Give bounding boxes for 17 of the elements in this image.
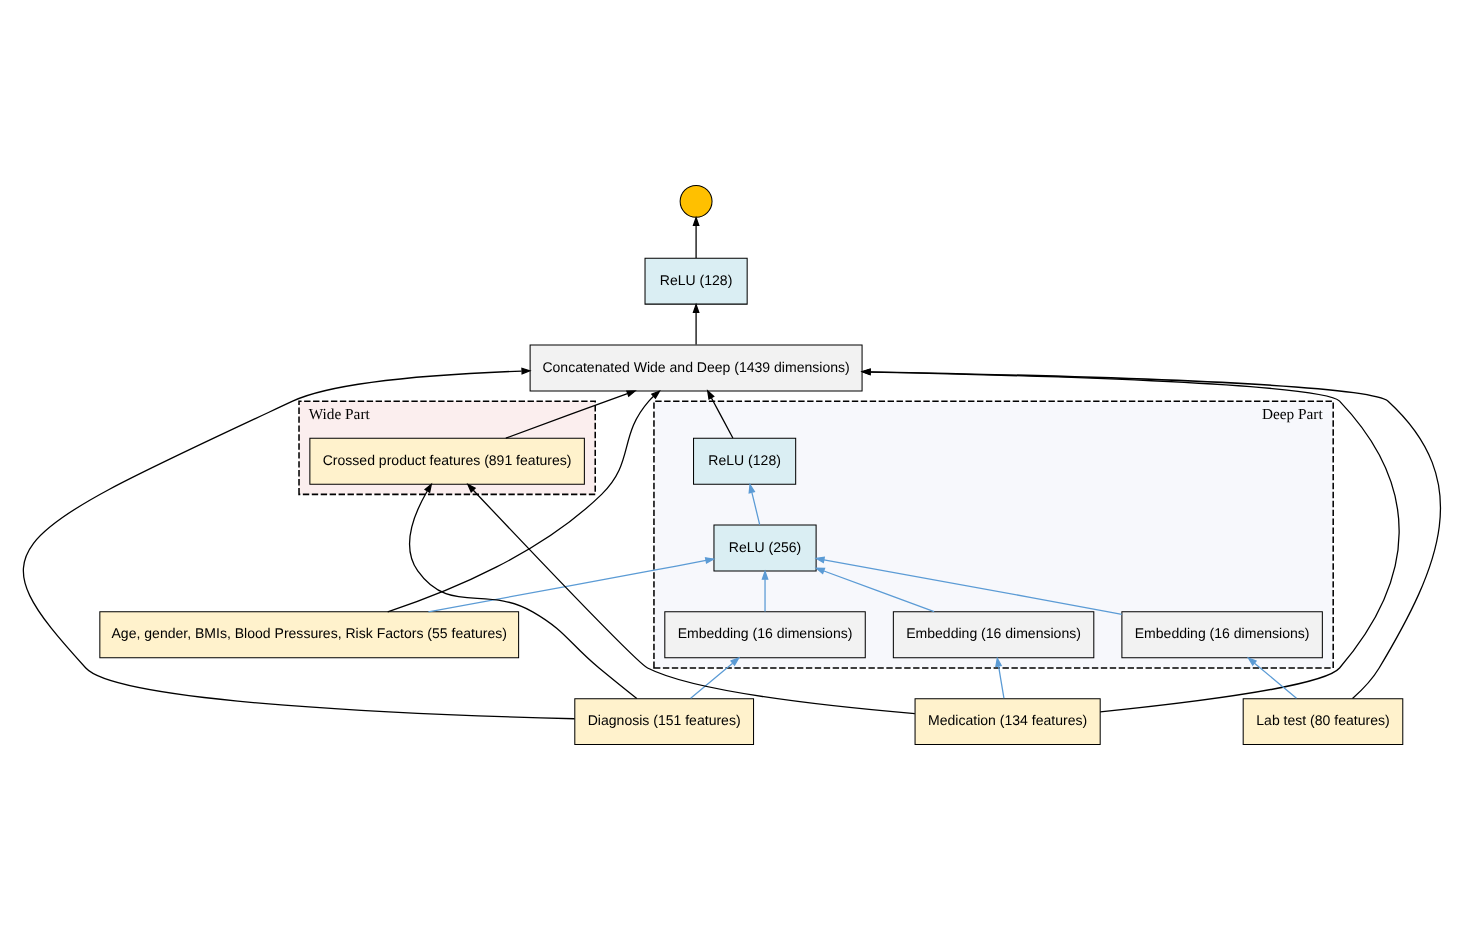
arrow: [705, 389, 733, 439]
arrow: [691, 302, 699, 346]
arrow: [386, 389, 660, 613]
arrow: [465, 483, 915, 715]
arrow: [691, 215, 699, 259]
node-circle: [678, 184, 712, 218]
arrow: [408, 482, 637, 700]
arrow: [21, 367, 575, 720]
arrow: [813, 556, 1122, 615]
arrow: [760, 569, 768, 613]
arrow: [994, 656, 1004, 699]
arrow: [1245, 656, 1297, 699]
arrow: [747, 482, 760, 526]
arrow: [813, 567, 934, 613]
arrow: [504, 390, 636, 439]
arrow: [689, 656, 740, 699]
arrow: [426, 557, 715, 613]
